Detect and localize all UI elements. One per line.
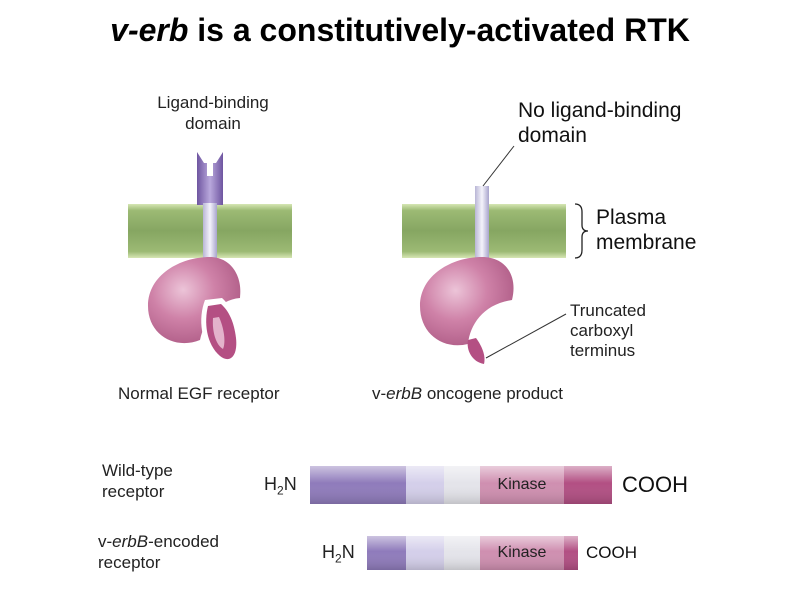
n-term-h: H (264, 474, 277, 494)
normal-receptor-kinase-body (148, 257, 241, 365)
no-ligand-binding-label: No ligand-binding domain (518, 98, 681, 148)
verb-n-term-n: N (341, 542, 355, 562)
verb-caption-suffix: oncogene product (422, 384, 563, 403)
truncated-line2: carboxyl (570, 321, 634, 340)
verb-label-suffix: -encoded (148, 532, 219, 551)
verb-n-terminus: H2N (322, 542, 355, 566)
title-rest: is a constitutively-activated RTK (188, 12, 690, 48)
plasma-membrane-line1: Plasma (596, 206, 667, 229)
verb-encoded-receptor-label: v-erbB-encoded receptor (98, 531, 219, 573)
transmembrane-stalk-normal (203, 203, 217, 261)
wild-type-n-terminus: H2N (264, 474, 297, 498)
no-ligand-label-line1: No ligand-binding (518, 99, 682, 122)
truncated-pointer (485, 313, 567, 359)
verb-encoded-bar (367, 536, 578, 570)
n-term-sub: 2 (277, 483, 284, 498)
no-ligand-pointer (482, 145, 515, 187)
verb-n-term-h: H (322, 542, 335, 562)
slide-title: v-erb is a constitutively-activated RTK (0, 12, 800, 49)
n-term-n: N (283, 474, 297, 494)
verb-label-italic: erbB (112, 532, 149, 551)
verb-oncogene-caption: v-erbB oncogene product (372, 383, 563, 404)
truncated-line1: Truncated (570, 301, 646, 320)
verb-encoded-label-line2: receptor (98, 553, 161, 572)
plasma-membrane-line2: membrane (596, 231, 697, 254)
ligand-binding-domain (197, 152, 223, 205)
verb-c-terminus: COOH (586, 543, 637, 562)
verb-n-term-sub: 2 (335, 551, 342, 566)
wild-type-kinase-label: Kinase (497, 476, 547, 493)
plasma-membrane-label: Plasma membrane (596, 205, 696, 255)
no-ligand-label-line2: domain (518, 124, 587, 147)
ligand-binding-label: Ligand-binding domain (138, 92, 288, 134)
truncated-line3: terminus (570, 341, 636, 360)
verb-label-prefix: v- (98, 532, 113, 551)
verb-kinase-label: Kinase (497, 544, 547, 561)
ligand-binding-label-line2: domain (185, 114, 241, 133)
normal-egf-receptor-caption: Normal EGF receptor (118, 384, 280, 403)
membrane-brace (574, 203, 589, 259)
wild-type-c-terminus: COOH (622, 472, 688, 497)
wild-type-receptor-label: Wild-type receptor (102, 460, 173, 502)
transmembrane-stalk-verb (475, 186, 489, 261)
verb-receptor-kinase-body (420, 257, 514, 364)
truncated-carboxyl-label: Truncated carboxyl terminus (570, 301, 646, 361)
wild-type-label-line2: receptor (102, 482, 165, 501)
verb-caption-italic: erbB (386, 384, 423, 403)
wild-type-bar (310, 466, 612, 504)
verb-encoded-label-line1: v-erbB-encoded (98, 531, 219, 552)
verb-caption-prefix: v- (372, 384, 387, 403)
ligand-binding-label-line1: Ligand-binding (157, 93, 269, 112)
wild-type-label-line1: Wild-type (102, 461, 173, 480)
title-verb: v-erb (110, 12, 189, 48)
